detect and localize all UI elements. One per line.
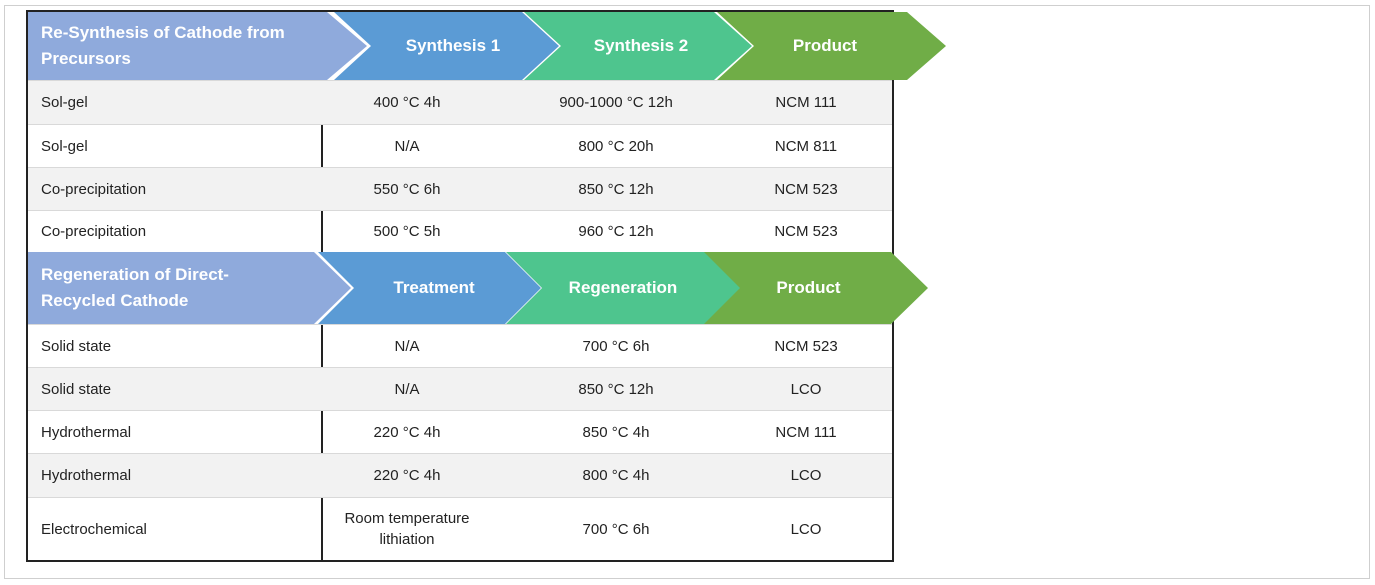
method-cell: Sol-gel [41,137,88,155]
section2-step2-chevron [506,252,742,324]
section2-step3-chevron [704,252,928,324]
synthesis2-cell: 960 °C 12h [578,223,654,240]
section2-step2-label: Regeneration [568,278,678,297]
method-cell: Hydrothermal [41,423,132,441]
column-divider-top [321,80,323,252]
synthesis1-cell: 400 °C 4h [373,94,441,111]
section2-header [28,252,928,324]
product-cell: NCM 523 [774,223,838,240]
regeneration-cell: 800 °C 4h [582,467,650,484]
product-cell: LCO [790,520,822,538]
section1-step1-chevron [334,12,559,80]
table-row: Sol-gel 400 °C 4h 900-1000 °C 12h NCM 11… [28,80,892,124]
section2-step1-chevron [318,252,541,324]
method-cell: Sol-gel [41,94,88,111]
section2-title: Regeneration of Direct-Recycled Cathode [41,265,229,310]
table-row: Co-precipitation 500 °C 5h 960 °C 12h NC… [28,210,892,252]
table-row: Solid state N/A 850 °C 12h LCO [28,367,892,410]
section1-step2-label: Synthesis 2 [593,36,689,55]
product-cell: NCM 811 [774,137,838,155]
method-cell: Electrochemical [41,520,147,538]
table-row: Hydrothermal 220 °C 4h 800 °C 4h LCO [28,453,892,497]
treatment-cell: 220 °C 4h [373,467,441,484]
synthesis1-cell: 500 °C 5h [373,223,441,240]
figure-frame [4,5,1370,579]
method-cell: Co-precipitation [41,180,147,198]
section2-step1-label: Treatment [393,278,475,297]
regeneration-cell: 850 °C 12h [578,380,654,398]
table-row: Solid state N/A 700 °C 6h NCM 523 [28,324,892,367]
regeneration-cell: 700 °C 6h [582,520,650,538]
synthesis2-cell: 900-1000 °C 12h [559,94,673,111]
table-row: Co-precipitation 550 °C 6h 850 °C 12h NC… [28,167,892,210]
section1-step3-chevron [717,12,946,80]
section1-step1-label: Synthesis 1 [405,36,501,55]
method-cell: Solid state [41,380,112,398]
product-cell: NCM 523 [774,337,838,355]
section2-step3-label: Product [776,278,841,297]
product-cell: LCO [790,467,822,484]
section1-header [28,12,946,80]
table-row: Sol-gel N/A 800 °C 20h NCM 811 [28,124,892,167]
table-row: Hydrothermal 220 °C 4h 850 °C 4h NCM 111 [28,410,892,453]
product-cell: NCM 111 [775,423,837,441]
treatment-cell: N/A [394,380,420,398]
synthesis1-cell: N/A [394,137,420,155]
product-cell: LCO [790,380,822,398]
product-cell: NCM 111 [775,94,837,111]
method-cell: Co-precipitation [41,223,147,240]
treatment-cell: 220 °C 4h [373,423,441,441]
regeneration-cell: 700 °C 6h [582,337,650,355]
treatment-cell: N/A [394,337,420,355]
column-divider-bottom [321,324,323,560]
section2-title-arrow [28,252,351,324]
section1-title-arrow [28,12,367,80]
synthesis1-cell: 550 °C 6h [373,180,441,198]
method-cell: Solid state [41,337,112,355]
product-cell: NCM 523 [774,180,838,198]
section1-step2-chevron [524,12,752,80]
method-cell: Hydrothermal [41,467,132,484]
regeneration-cell: 850 °C 4h [582,423,650,441]
synthesis2-cell: 850 °C 12h [578,180,654,198]
synthesis2-cell: 800 °C 20h [578,137,654,155]
section1-step3-label: Product [792,36,858,55]
